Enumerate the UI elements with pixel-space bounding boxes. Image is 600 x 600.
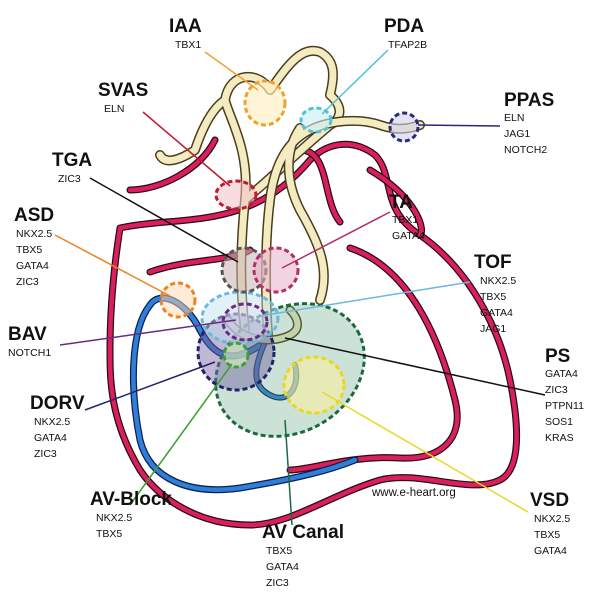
region-bav (221, 302, 269, 342)
leader-ps (284, 337, 546, 396)
genes-ppas-1: JAG1 (504, 128, 530, 140)
label-iaa: IAA (169, 16, 202, 37)
genes-tof-3: JAG1 (480, 323, 506, 335)
leader-pda (321, 49, 389, 115)
genes-ps-4: KRAS (545, 432, 574, 444)
leader-ppas (417, 124, 501, 127)
label-ta: TA (389, 192, 413, 213)
leader-bav (59, 319, 237, 346)
genes-dorv-2: ZIC3 (34, 448, 57, 460)
region-ppas (388, 111, 420, 143)
leader-tga (89, 177, 239, 263)
label-dorv: DORV (30, 393, 85, 414)
region-svas (214, 179, 258, 211)
label-ppas: PPAS (504, 90, 554, 111)
genes-ps-3: SOS1 (545, 416, 573, 428)
defect-labels: IAA TBX1 PDA TFAP2B SVAS ELN PPAS ELN JA… (8, 16, 584, 589)
genes-asd-1: TBX5 (16, 244, 42, 256)
genes-dorv-0: NKX2.5 (34, 416, 70, 428)
genes-ta-0: TBX1 (392, 214, 418, 226)
genes-tof-1: TBX5 (480, 291, 506, 303)
leader-vsd (321, 391, 529, 513)
label-tof: TOF (474, 252, 512, 273)
genes-tga-0: ZIC3 (58, 173, 81, 185)
label-ps: PS (545, 346, 570, 367)
region-iaa (243, 79, 287, 127)
region-vsd (282, 355, 346, 415)
genes-ps-0: GATA4 (545, 368, 578, 380)
genes-dorv-1: GATA4 (34, 432, 67, 444)
genes-tof-0: NKX2.5 (480, 275, 516, 287)
genes-asd-2: GATA4 (16, 260, 49, 272)
genes-ta-1: GATA4 (392, 230, 425, 242)
label-bav: BAV (8, 324, 47, 345)
label-asd: ASD (14, 205, 54, 226)
label-avcanal: AV Canal (262, 522, 344, 543)
genes-avblock-1: TBX5 (96, 528, 122, 540)
genes-ps-2: PTPN11 (545, 400, 584, 412)
leader-dorv (84, 361, 216, 411)
genes-svas-0: ELN (104, 103, 124, 115)
region-pda (299, 106, 333, 134)
leader-ta (281, 211, 391, 269)
label-avblock: AV-Block (90, 489, 172, 510)
label-pda: PDA (384, 16, 424, 37)
leader-svas (142, 111, 231, 187)
leader-lines (54, 49, 546, 526)
genes-ps-1: ZIC3 (545, 384, 568, 396)
genes-avblock-0: NKX2.5 (96, 512, 132, 524)
genes-avcanal-1: GATA4 (266, 561, 299, 573)
region-ta (252, 246, 300, 294)
label-vsd: VSD (530, 490, 569, 511)
label-tga: TGA (52, 150, 92, 171)
genes-vsd-1: TBX5 (534, 529, 560, 541)
genes-tof-2: GATA4 (480, 307, 513, 319)
leader-avblock (129, 363, 233, 506)
genes-vsd-2: GATA4 (534, 545, 567, 557)
leader-asd (54, 234, 171, 297)
genes-iaa-0: TBX1 (175, 39, 201, 51)
leader-tof (259, 281, 471, 317)
region-asd (159, 281, 197, 319)
heart-outline (106, 136, 520, 529)
region-avblock (222, 341, 250, 369)
genes-asd-3: ZIC3 (16, 276, 39, 288)
genes-avcanal-0: TBX5 (266, 545, 292, 557)
leader-avcanal (284, 419, 293, 526)
defect-regions (159, 79, 420, 438)
genes-bav-0: NOTCH1 (8, 347, 51, 359)
genes-avcanal-2: ZIC3 (266, 577, 289, 589)
genes-vsd-0: NKX2.5 (534, 513, 570, 525)
genes-pda-0: TFAP2B (388, 39, 427, 51)
label-svas: SVAS (98, 80, 148, 101)
genes-ppas-0: ELN (504, 112, 524, 124)
leader-iaa (204, 51, 259, 91)
genes-ppas-2: NOTCH2 (504, 144, 547, 156)
genes-asd-0: NKX2.5 (16, 228, 52, 240)
site-credit: www.e-heart.org (371, 487, 456, 499)
